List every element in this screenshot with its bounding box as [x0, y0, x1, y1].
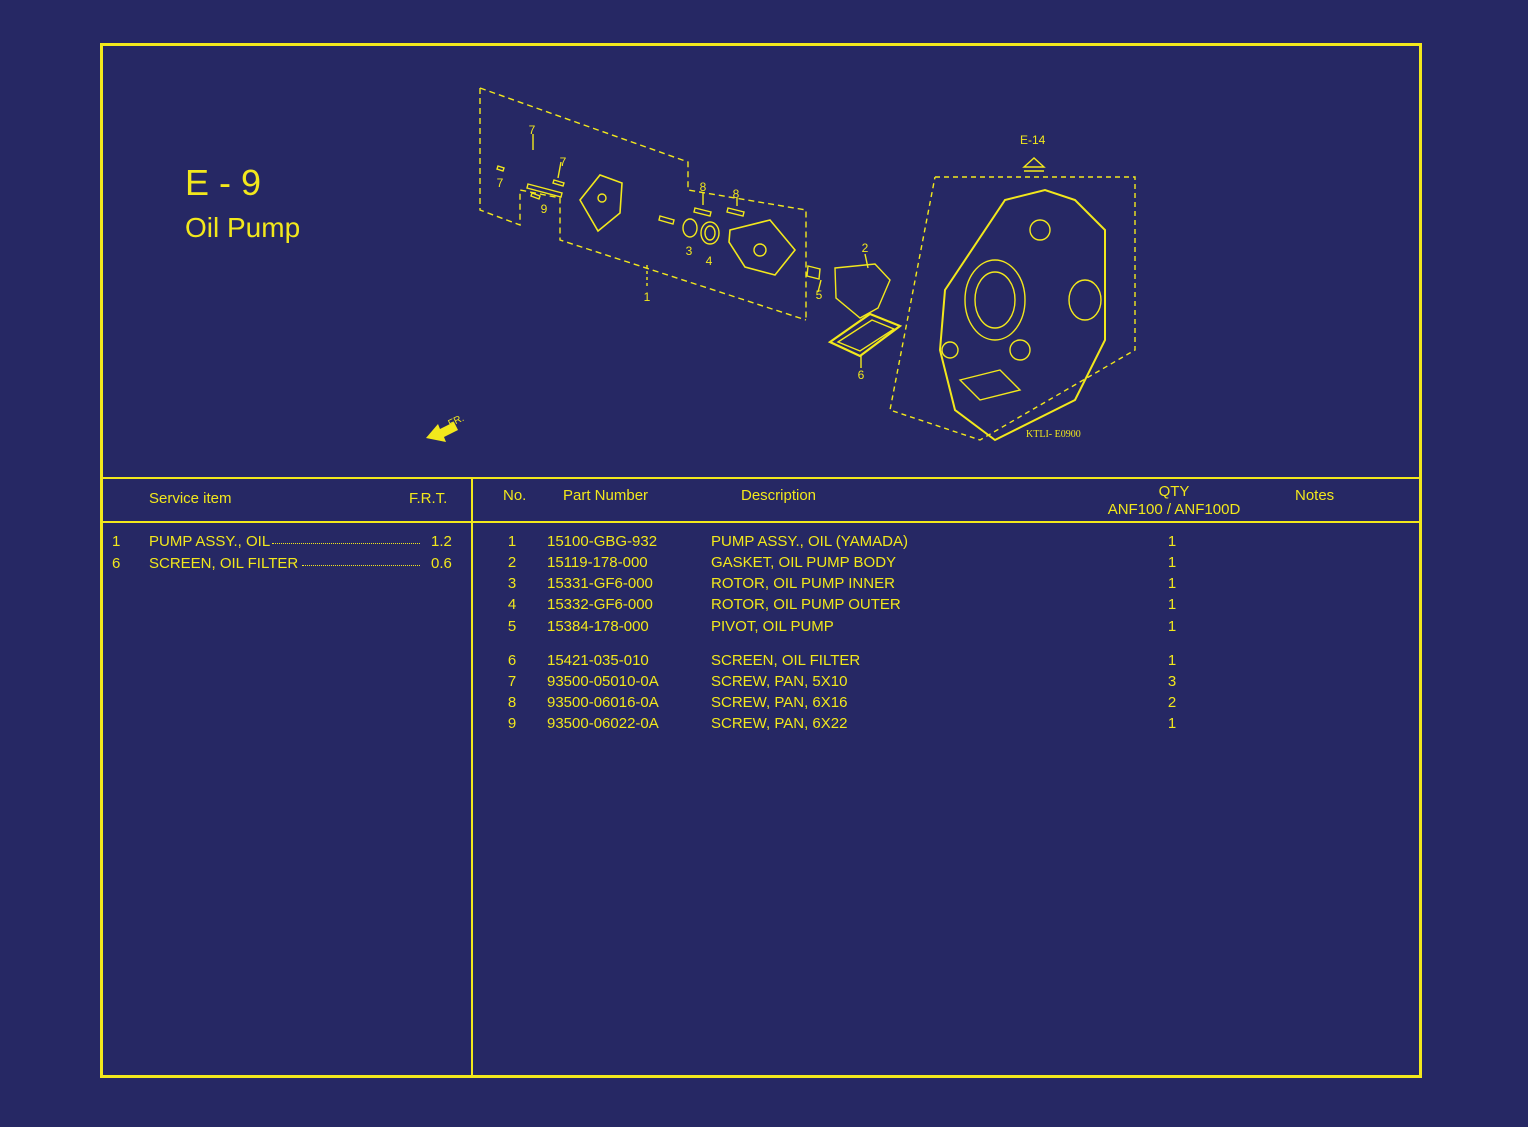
part-description: GASKET, OIL PUMP BODY — [711, 554, 897, 571]
service-row-item: PUMP ASSY., OIL — [149, 533, 271, 550]
part-number: 15100-GBG-932 — [547, 533, 658, 550]
part-qty: 1 — [1167, 618, 1177, 635]
crankcase-outline — [889, 176, 1136, 441]
part-qty: 1 — [1167, 533, 1177, 550]
section-code: E - 9 — [185, 162, 262, 203]
part-qty: 3 — [1167, 673, 1177, 690]
oil-screen — [827, 312, 903, 358]
part-number: 93500-06016-0A — [547, 694, 659, 711]
service-row-frt: 0.6 — [431, 555, 452, 572]
ref-label: E-14 — [1020, 133, 1046, 147]
part-description: PUMP ASSY., OIL (YAMADA) — [711, 533, 909, 550]
screw-8b — [726, 207, 745, 217]
callout-1: 1 — [644, 290, 651, 304]
part-description: PIVOT, OIL PUMP — [711, 618, 834, 635]
service-row-item: SCREEN, OIL FILTER — [149, 555, 299, 572]
part-number-header: Part Number — [563, 487, 649, 504]
drawing-code: KTLI- E0900 — [1026, 429, 1081, 440]
part-qty: 1 — [1167, 596, 1177, 613]
part-no: 4 — [507, 596, 517, 613]
part-number: 15119-178-000 — [547, 554, 648, 571]
qty-models-header: ANF100 / ANF100D — [1107, 501, 1241, 518]
service-row-no: 1 — [112, 533, 121, 550]
service-row-frt: 1.2 — [431, 533, 452, 550]
screw-7b — [496, 165, 505, 172]
callout-2: 2 — [862, 241, 869, 255]
screw-7c — [552, 179, 565, 187]
callout-3: 3 — [686, 244, 693, 258]
part-qty: 1 — [1167, 575, 1177, 592]
pump-cover — [579, 174, 623, 233]
assembly-outline-lower — [479, 88, 807, 321]
callout-7a: 7 — [529, 123, 536, 137]
part-number: 93500-05010-0A — [547, 673, 659, 690]
part-no: 8 — [507, 694, 517, 711]
page-frame — [100, 43, 1422, 1078]
callout-8b: 8 — [733, 187, 740, 201]
page-title: Oil Pump — [185, 212, 301, 243]
part-description: ROTOR, OIL PUMP OUTER — [711, 596, 901, 613]
gasket — [834, 263, 891, 319]
part-description: SCREEN, OIL FILTER — [711, 652, 861, 669]
part-no: 1 — [507, 533, 517, 550]
pivot — [806, 265, 821, 280]
part-number: 15332-GF6-000 — [547, 596, 653, 613]
part-description: SCREW, PAN, 6X22 — [711, 715, 848, 732]
part-description: SCREW, PAN, 5X10 — [711, 673, 848, 690]
callout-labels: 1 2 3 4 5 6 7 7 7 8 8 9 — [497, 123, 869, 382]
rotor-inner — [682, 218, 698, 238]
description-header: Description — [741, 487, 817, 504]
callout-4: 4 — [706, 254, 713, 268]
part-number: 15384-178-000 — [547, 618, 649, 635]
callout-5: 5 — [816, 288, 823, 302]
service-row-no: 6 — [112, 555, 121, 572]
part-qty: 1 — [1167, 715, 1177, 732]
table-column-divider — [471, 478, 473, 1078]
part-qty: 1 — [1167, 554, 1177, 571]
part-number: 93500-06022-0A — [547, 715, 659, 732]
column-header-divider — [100, 521, 1422, 523]
leader-dots — [302, 565, 420, 566]
part-number: 15421-035-010 — [547, 652, 649, 669]
notes-header: Notes — [1295, 487, 1335, 504]
callout-7b: 7 — [497, 176, 504, 190]
callout-7c: 7 — [560, 155, 567, 169]
assembly-outline — [479, 87, 807, 320]
qty-header: QTY — [1158, 483, 1190, 500]
part-no: 7 — [507, 673, 517, 690]
part-qty: 1 — [1167, 652, 1177, 669]
header-divider — [100, 477, 1422, 479]
callout-6: 6 — [858, 368, 865, 382]
rotor-outer — [700, 221, 720, 245]
pump-body — [728, 219, 797, 276]
screw-7a — [530, 192, 541, 200]
part-number: 15331-GF6-000 — [547, 575, 653, 592]
screw-8a — [693, 207, 712, 217]
part-no: 6 — [507, 652, 517, 669]
part-description: SCREW, PAN, 6X16 — [711, 694, 848, 711]
ref-arrow-icon — [1022, 157, 1046, 168]
frt-header: F.R.T. — [409, 490, 448, 507]
front-label: FR. — [447, 413, 466, 430]
part-qty: 2 — [1167, 694, 1177, 711]
part-no: 2 — [507, 554, 517, 571]
service-item-header: Service item — [149, 490, 232, 507]
exploded-diagram: FR. E-14 KTLI- E0900 1 2 3 4 5 6 7 7 7 8… — [426, 87, 1136, 442]
part-no: 9 — [507, 715, 517, 732]
front-arrow-icon — [426, 422, 458, 442]
part-description: ROTOR, OIL PUMP INNER — [711, 575, 895, 592]
part-no: 5 — [507, 618, 517, 635]
leader-dots — [272, 543, 420, 544]
no-header: No. — [503, 487, 527, 504]
screw-9 — [526, 183, 563, 198]
callout-8a: 8 — [700, 180, 707, 194]
callout-9: 9 — [541, 202, 548, 216]
part-no: 3 — [507, 575, 517, 592]
crankcase — [938, 188, 1106, 442]
